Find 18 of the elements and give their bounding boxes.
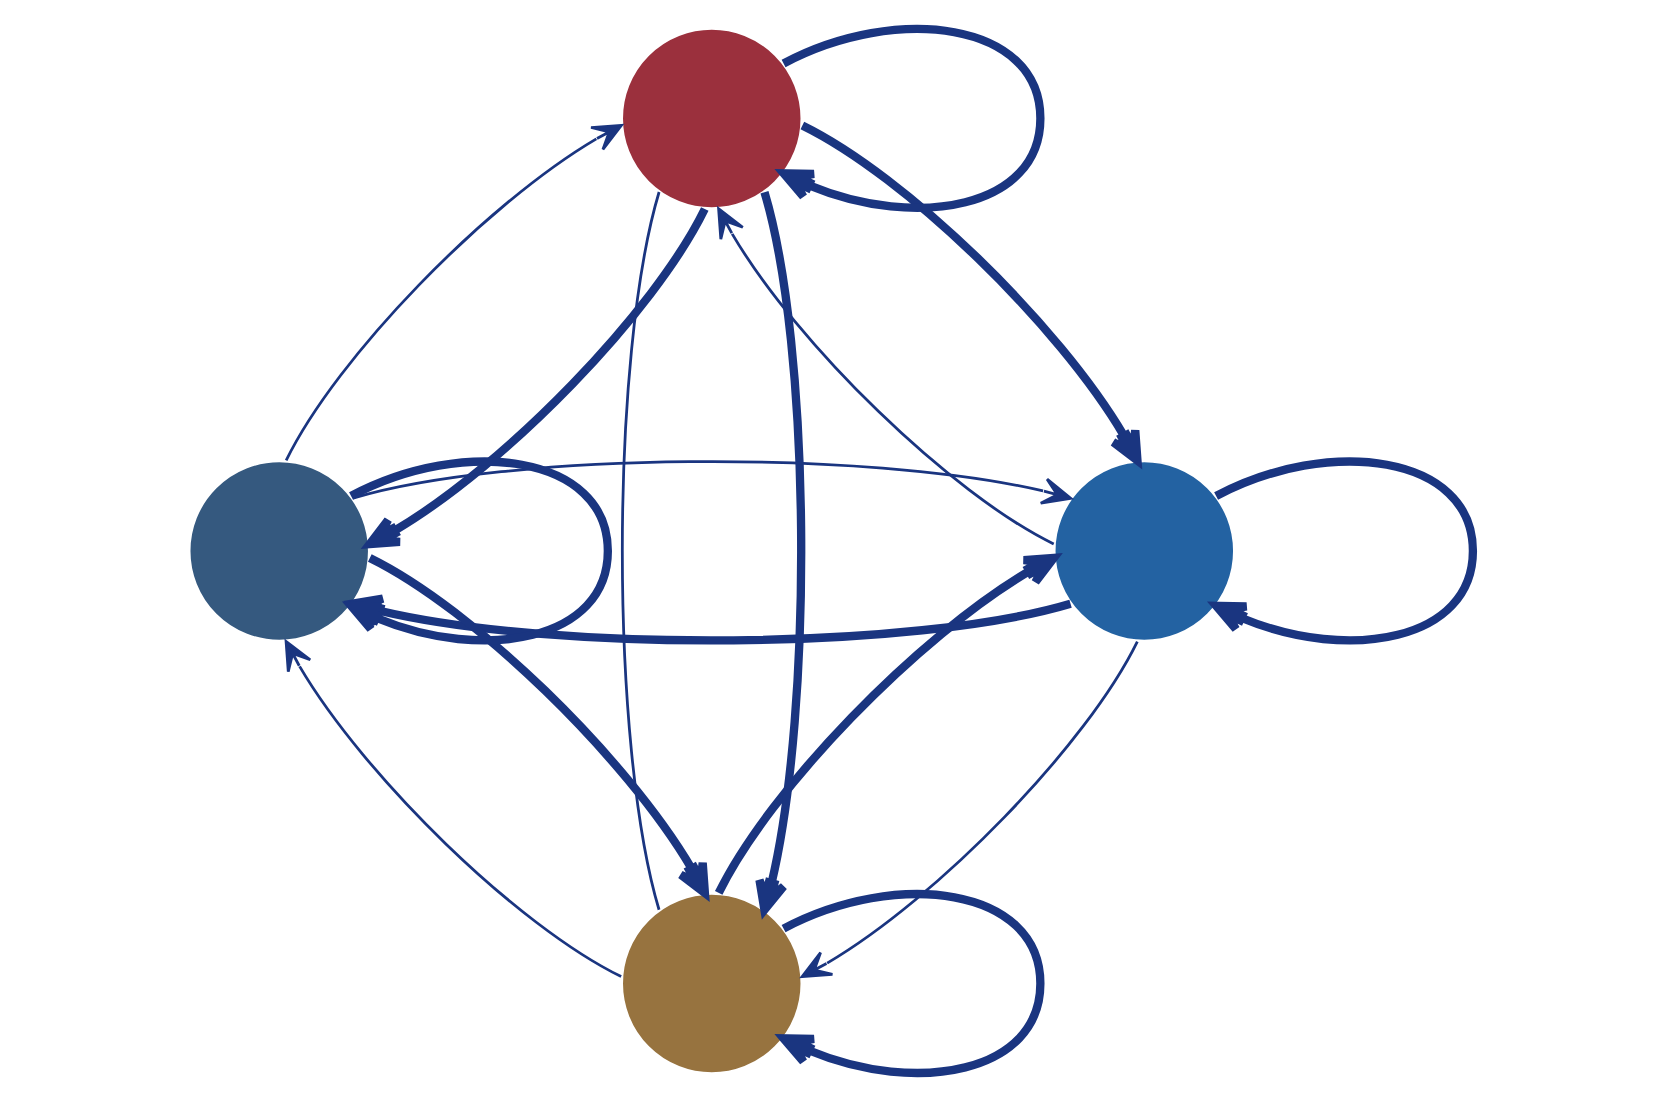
arrow <box>364 207 708 549</box>
arrow <box>778 890 1044 1078</box>
arrow <box>716 207 1054 546</box>
arrow <box>283 123 622 462</box>
arrow <box>799 121 1141 465</box>
arrow <box>754 191 805 915</box>
arrow <box>799 640 1138 979</box>
arrow <box>366 554 709 898</box>
node-circle <box>1051 459 1235 643</box>
arrow <box>714 553 1058 895</box>
arrow <box>351 460 1072 505</box>
connector <box>620 191 660 911</box>
arrow <box>283 639 621 978</box>
arrow <box>1210 457 1477 645</box>
node-circle <box>186 459 370 643</box>
node-circle <box>619 892 803 1076</box>
node-circle <box>619 26 803 210</box>
arrow <box>778 25 1044 212</box>
